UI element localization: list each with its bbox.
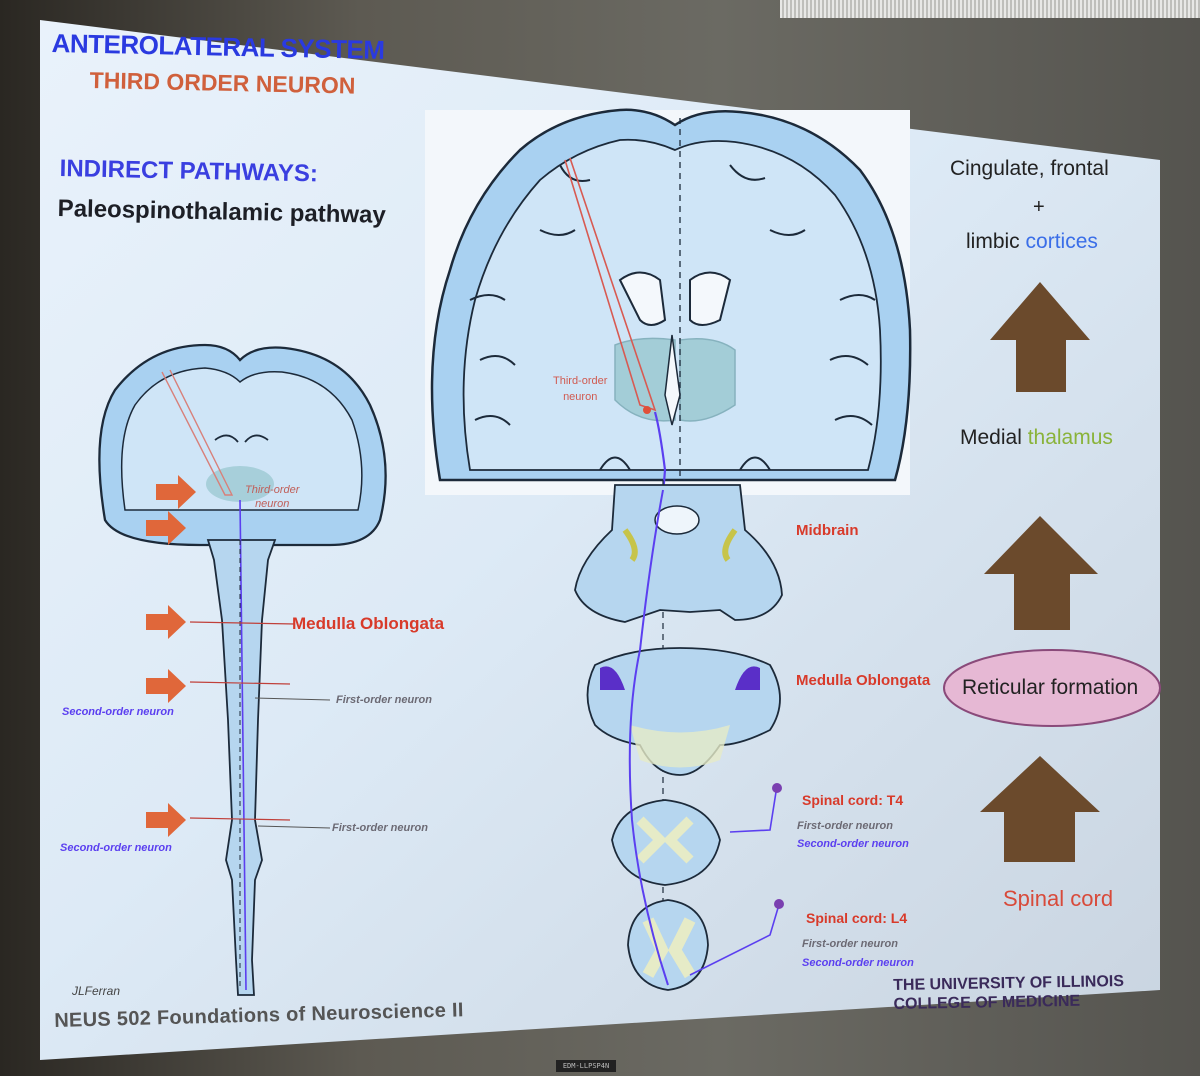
- first-order-label-2: First-order neuron: [332, 822, 428, 834]
- cortices-line2: limbic cortices: [966, 230, 1098, 254]
- second-order-label-l4: Second-order neuron: [802, 957, 914, 969]
- cortices-plus: +: [1033, 196, 1045, 218]
- cortices-line1: Cingulate, frontal: [950, 157, 1109, 180]
- first-order-label-1: First-order neuron: [336, 694, 432, 706]
- medial-word: Medial: [960, 426, 1028, 449]
- author-credit: JLFerran: [72, 984, 121, 998]
- third-order-line2: neuron: [563, 391, 598, 403]
- thalamus-word: thalamus: [1027, 426, 1113, 449]
- third-order-small-line1: Third-order: [245, 484, 300, 496]
- reticular-ellipse: [943, 649, 1161, 727]
- coronal-brain-large: [425, 108, 912, 496]
- projector-device-label: EDM-LLPSP4N: [556, 1060, 616, 1072]
- midbrain-label: Midbrain: [796, 522, 859, 539]
- cortices-word: cortices: [1025, 230, 1098, 253]
- institution-line2: COLLEGE OF MEDICINE: [893, 992, 1081, 1013]
- third-order-label-small: Third-order neuron: [245, 483, 299, 511]
- second-order-label-1: Second-order neuron: [62, 706, 174, 718]
- third-order-line1: Third-order: [553, 375, 608, 387]
- arrow-up-icon: [984, 516, 1098, 630]
- arrow-up-icon: [980, 756, 1100, 862]
- first-order-label-t4: First-order neuron: [797, 820, 893, 832]
- flow-arrows: [980, 282, 1100, 862]
- spinal-l4-label: Spinal cord: L4: [806, 910, 908, 926]
- ceiling-vent: [780, 0, 1200, 18]
- brainstem-stack: [574, 480, 784, 991]
- medulla-label-right: Medulla Oblongata: [796, 672, 931, 689]
- third-order-label-large: Third-order neuron: [553, 373, 607, 405]
- medulla-label-left: Medulla Oblongata: [292, 614, 445, 633]
- first-order-label-l4: First-order neuron: [802, 938, 898, 950]
- second-order-label-t4: Second-order neuron: [797, 838, 909, 850]
- second-order-label-2: Second-order neuron: [60, 842, 172, 854]
- orange-arrows: [146, 475, 196, 837]
- spinal-t4-label: Spinal cord: T4: [802, 792, 904, 808]
- reticular-formation-label: Reticular formation: [962, 676, 1139, 699]
- section-heading: INDIRECT PATHWAYS:: [59, 155, 319, 188]
- limbic-word: limbic: [966, 230, 1026, 253]
- slide-subtitle: THIRD ORDER NEURON: [89, 67, 356, 99]
- thalamus-label: Medial thalamus: [960, 426, 1113, 450]
- third-order-small-line2: neuron: [255, 498, 290, 510]
- arrow-up-icon: [990, 282, 1090, 392]
- spinal-cord-flow-label: Spinal cord: [1003, 886, 1114, 911]
- institution-line1: THE UNIVERSITY OF ILLINOIS: [893, 972, 1125, 994]
